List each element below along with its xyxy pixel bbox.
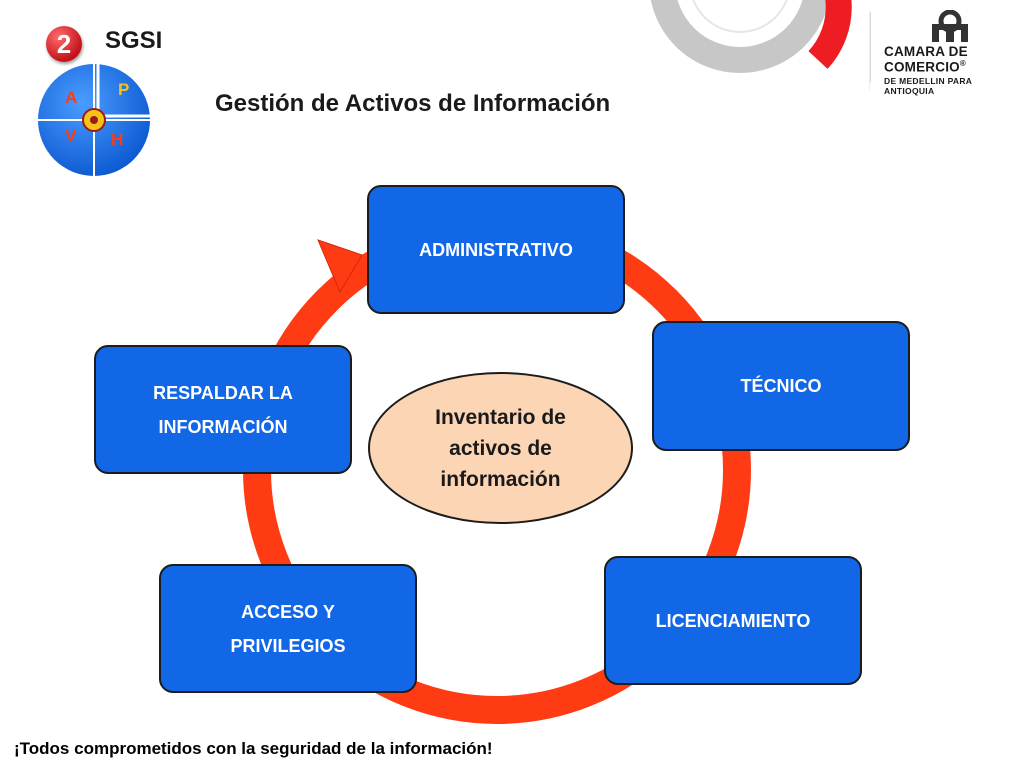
- box-administrativo: ADMINISTRATIVO: [367, 185, 625, 314]
- logo-line2: DE MEDELLIN PARA ANTIOQUIA: [884, 75, 972, 96]
- step-badge: 2: [46, 26, 82, 62]
- box-licenciamiento: LICENCIAMIENTO: [604, 556, 862, 685]
- box-respaldar-line2: INFORMACIÓN: [158, 416, 288, 437]
- chamber-logo-text: CAMARA DE COMERCIO® DE MEDELLIN PARA ANT…: [884, 44, 1024, 96]
- center-inventory-ellipse: Inventario de activos de información: [368, 372, 633, 524]
- box-administrativo-label: ADMINISTRATIVO: [419, 239, 573, 260]
- logo-registered-mark: ®: [959, 59, 966, 68]
- chamber-logo-icon: [932, 10, 968, 42]
- box-acceso-privilegios: ACCESO Y PRIVILEGIOS: [159, 564, 417, 693]
- box-licenciamiento-label: LICENCIAMIENTO: [655, 610, 811, 631]
- box-respaldar-line1: RESPALDAR LA: [153, 382, 293, 403]
- box-acceso-line2: PRIVILEGIOS: [230, 635, 346, 656]
- section-label: SGSI: [105, 27, 163, 54]
- pdca-wheel-icon: [38, 64, 150, 176]
- header-decoration: [650, 0, 870, 90]
- pdca-wheel: P A V H: [36, 62, 152, 178]
- box-respaldar-informacion: RESPALDAR LA INFORMACIÓN: [94, 345, 352, 474]
- pdca-letter-h: H: [111, 130, 124, 149]
- pdca-letter-v: V: [65, 126, 77, 145]
- page-title: Gestión de Activos de Información: [215, 90, 611, 117]
- box-tecnico: TÉCNICO: [652, 321, 910, 451]
- footer-slogan: ¡Todos comprometidos con la seguridad de…: [14, 739, 493, 758]
- pdca-letter-a: A: [65, 88, 78, 107]
- pdca-letter-p: P: [118, 80, 130, 99]
- logo-line1: CAMARA DE COMERCIO: [884, 44, 968, 75]
- box-tecnico-label: TÉCNICO: [740, 376, 822, 396]
- header-divider: [870, 12, 871, 82]
- box-acceso-line1: ACCESO Y: [241, 601, 335, 622]
- center-inventory-label: Inventario de activos de información: [435, 405, 566, 491]
